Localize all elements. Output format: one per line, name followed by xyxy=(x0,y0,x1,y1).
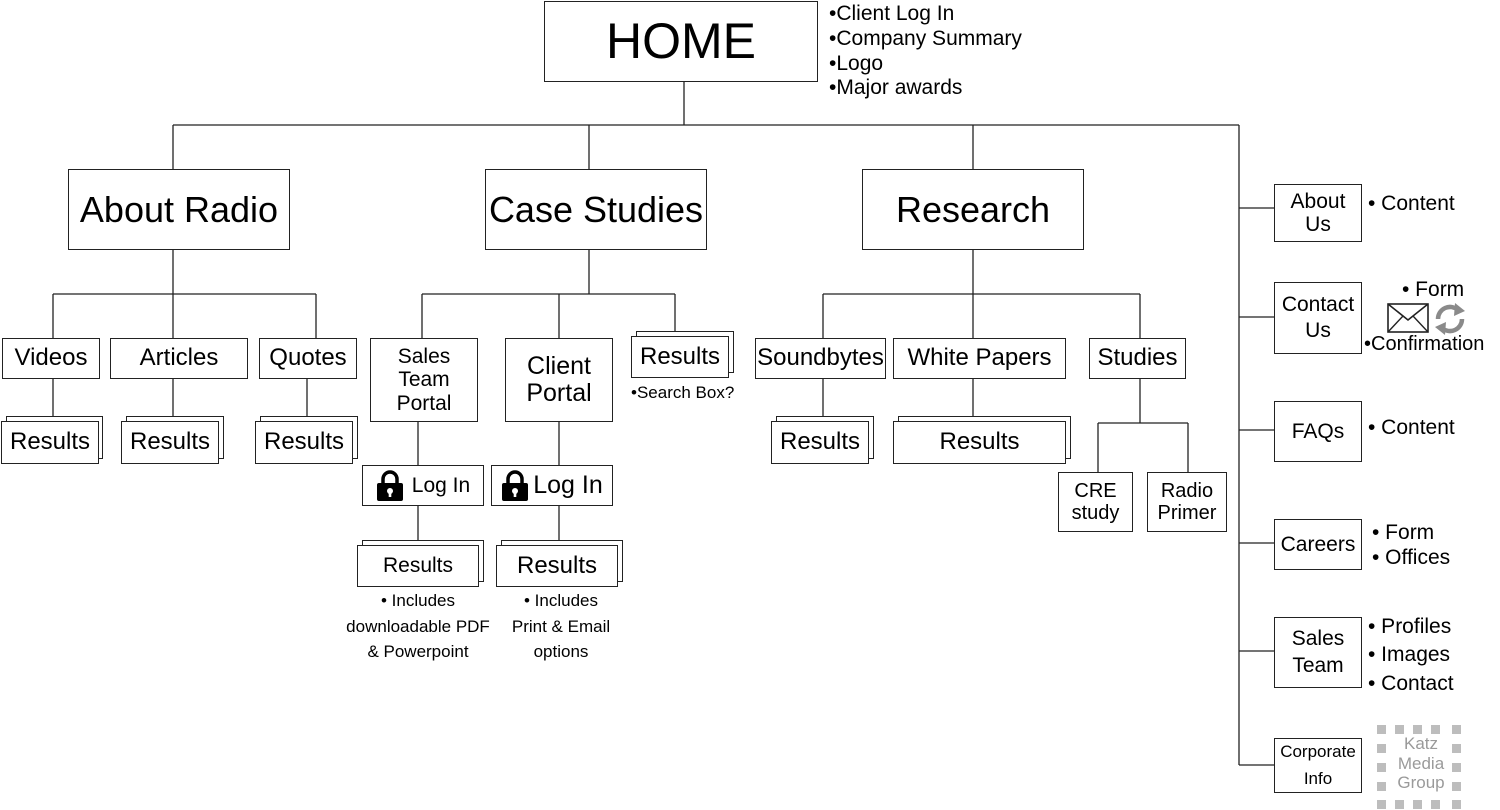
client-results-box[interactable]: Results xyxy=(496,545,618,587)
sales-results-note: • Includes downloadable PDF & Powerpoint xyxy=(338,588,498,665)
about-us-box[interactable]: About Us xyxy=(1274,184,1362,242)
corporate-info-box[interactable]: Corporate Info xyxy=(1274,738,1362,793)
client-results-note: • Includes Print & Email options xyxy=(486,588,636,665)
logo-line: Katz xyxy=(1403,734,1439,753)
sales-team-box[interactable]: Sales Team xyxy=(1274,617,1362,688)
note-line: • Contact xyxy=(1368,671,1454,695)
sales-team-notes: • Profiles • Images • Contact xyxy=(1368,613,1454,698)
research-box[interactable]: Research xyxy=(862,169,1084,250)
videos-results-box[interactable]: Results xyxy=(1,421,99,464)
note-line: • Images xyxy=(1368,643,1451,667)
katz-media-group-logo: Katz Media Group xyxy=(1376,724,1466,810)
white-papers-results-box[interactable]: Results xyxy=(893,421,1066,464)
cre-study-box[interactable]: CRE study xyxy=(1058,472,1133,532)
login-label: Log In xyxy=(533,471,603,499)
videos-box[interactable]: Videos xyxy=(2,338,100,379)
careers-box[interactable]: Careers xyxy=(1274,519,1362,570)
note-line: Print & Email xyxy=(511,616,611,636)
home-notes: •Client Log In •Company Summary •Logo •M… xyxy=(829,2,1022,101)
home-box[interactable]: HOME xyxy=(544,1,818,82)
logo-line: Group xyxy=(1397,773,1445,793)
note-line: • Includes xyxy=(381,591,455,610)
sales-team-portal-box[interactable]: Sales Team Portal xyxy=(370,338,478,422)
home-note: •Logo xyxy=(829,51,884,75)
home-note: •Major awards xyxy=(829,76,963,100)
careers-notes: • Form • Offices xyxy=(1372,521,1450,571)
home-note: •Company Summary xyxy=(829,26,1022,50)
logo-text: Katz Media Group xyxy=(1390,734,1452,793)
sales-results-box[interactable]: Results xyxy=(357,545,479,587)
contact-confirmation-note: •Confirmation xyxy=(1364,333,1485,355)
about-radio-box[interactable]: About Radio xyxy=(68,169,290,250)
note-line: • Profiles xyxy=(1368,615,1452,638)
articles-box[interactable]: Articles xyxy=(110,338,248,379)
radio-primer-box[interactable]: Radio Primer xyxy=(1147,472,1227,532)
refresh-icon xyxy=(1435,303,1465,335)
logo-line: Media xyxy=(1397,753,1445,773)
client-portal-box[interactable]: Client Portal xyxy=(505,338,613,422)
case-studies-box[interactable]: Case Studies xyxy=(485,169,707,250)
sales-login-box[interactable]: Log In xyxy=(362,465,484,506)
faqs-box[interactable]: FAQs xyxy=(1274,401,1362,462)
lock-icon xyxy=(502,469,529,501)
note-line: • Content xyxy=(1368,416,1455,439)
note-line: • Content xyxy=(1368,192,1455,215)
contact-form-note: • Form xyxy=(1402,278,1465,301)
note-line: options xyxy=(533,642,589,661)
soundbytes-box[interactable]: Soundbytes xyxy=(755,338,886,379)
login-label: Log In xyxy=(411,473,471,497)
about-us-notes: • Content xyxy=(1368,192,1455,217)
articles-results-box[interactable]: Results xyxy=(121,421,219,464)
studies-box[interactable]: Studies xyxy=(1089,338,1186,379)
envelope-icon xyxy=(1387,303,1429,333)
note-line: & Powerpoint xyxy=(367,642,469,661)
soundbytes-results-box[interactable]: Results xyxy=(771,421,869,464)
logo-dot-frame xyxy=(1377,725,1461,809)
note-line: • Offices xyxy=(1372,545,1451,569)
faqs-notes: • Content xyxy=(1368,416,1455,441)
note-line: • Includes xyxy=(524,591,598,610)
white-papers-box[interactable]: White Papers xyxy=(893,338,1066,379)
client-login-box[interactable]: Log In xyxy=(491,465,613,506)
contact-us-box[interactable]: Contact Us xyxy=(1274,282,1362,354)
quotes-results-box[interactable]: Results xyxy=(255,421,353,464)
lock-icon xyxy=(376,469,403,501)
case-results-box[interactable]: Results xyxy=(631,336,729,378)
home-note: •Client Log In xyxy=(829,2,955,25)
search-box-note: •Search Box? xyxy=(631,383,735,402)
note-line: downloadable PDF xyxy=(346,616,490,636)
quotes-box[interactable]: Quotes xyxy=(259,338,357,379)
note-line: • Form xyxy=(1372,521,1435,544)
